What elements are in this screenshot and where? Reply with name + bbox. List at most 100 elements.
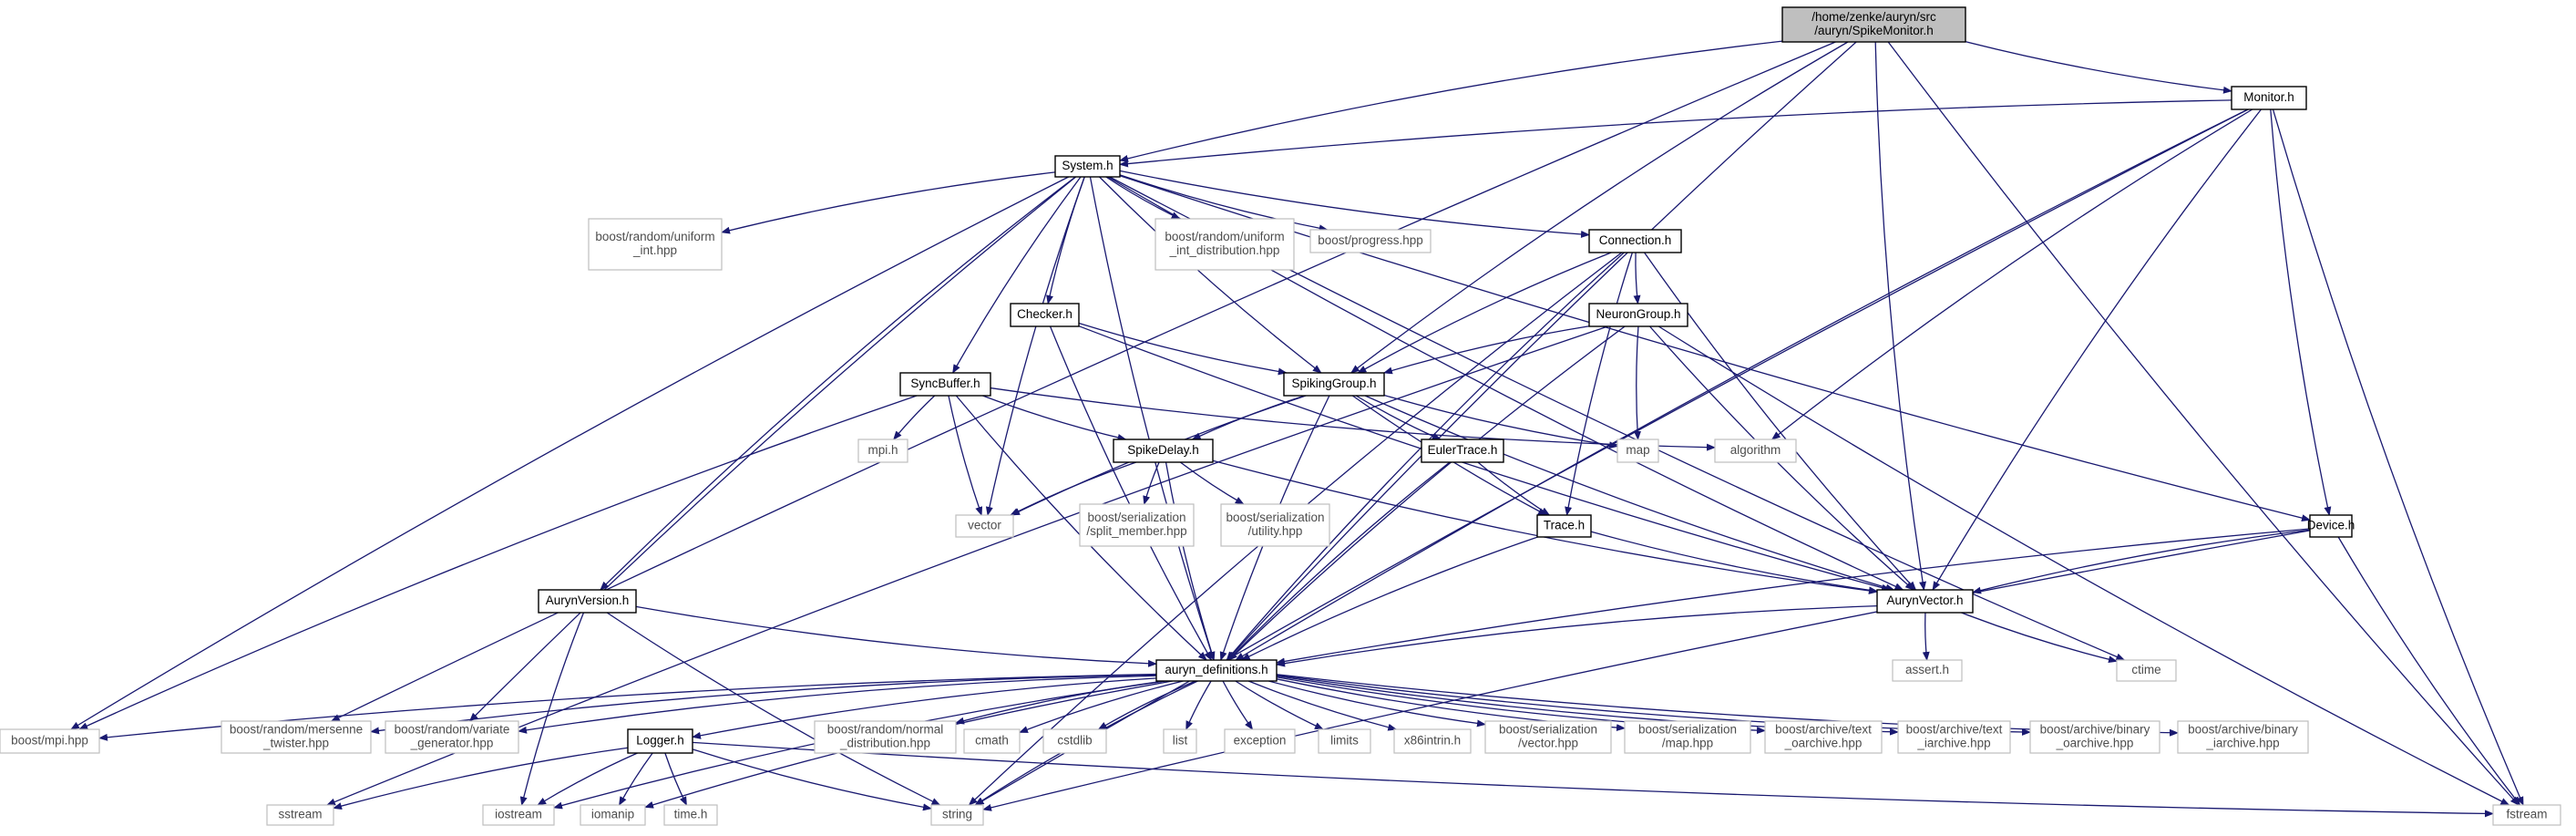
edge-syncbuffer-to-spikedelay xyxy=(982,395,1127,441)
node-x86intrin: x86intrin.h xyxy=(1393,728,1472,754)
edge-spikemonitor-to-spikinggroup xyxy=(1350,41,1849,374)
node-layer: /home/zenke/auryn/src/auryn/SpikeMonitor… xyxy=(0,6,2561,826)
node-connection[interactable]: Connection.h xyxy=(1588,229,1682,253)
node-box xyxy=(1079,503,1195,547)
node-box xyxy=(627,728,693,754)
node-label: Device.h xyxy=(2307,519,2355,532)
node-box xyxy=(930,804,984,826)
node-b-normal: boost/random/normal_distribution.hpp xyxy=(814,720,957,754)
edge-neurongroup-to-auryn_definitions xyxy=(1227,325,1626,661)
node-label: SpikingGroup.h xyxy=(1291,377,1376,390)
node-label: AurynVector.h xyxy=(1886,593,1963,607)
node-fstream: fstream xyxy=(2492,804,2561,826)
node-label: boost/random/uniform xyxy=(595,230,714,243)
node-logger[interactable]: Logger.h xyxy=(627,728,693,754)
node-label: /home/zenke/auryn/src xyxy=(1811,10,1936,24)
edge-syncbuffer-to-auryn_definitions xyxy=(955,395,1207,661)
node-box xyxy=(1220,503,1330,547)
node-neurongroup[interactable]: NeuronGroup.h xyxy=(1588,303,1688,327)
node-label: Logger.h xyxy=(636,734,684,748)
node-box xyxy=(1393,728,1472,754)
node-trace[interactable]: Trace.h xyxy=(1536,514,1592,538)
node-box xyxy=(1588,303,1688,327)
edge-logger-to-string xyxy=(692,748,932,811)
edge-system-to-syncbuffer xyxy=(952,176,1082,374)
node-label: /split_member.hpp xyxy=(1086,524,1186,538)
edge-auryn_definitions-to-exception xyxy=(1222,680,1254,730)
node-box xyxy=(2492,804,2561,826)
node-label: boost/serialization xyxy=(1226,511,1324,524)
node-monitor[interactable]: Monitor.h xyxy=(2231,86,2307,110)
node-label: string xyxy=(942,808,972,821)
edge-eulertrace-to-trace xyxy=(1477,461,1551,516)
edge-device-to-aurynvector xyxy=(1972,529,2311,594)
node-box xyxy=(1155,659,1278,682)
edge-auryn_definitions-to-cmath xyxy=(1019,680,1184,734)
node-label: _iarchive.hpp xyxy=(2205,737,2279,750)
edge-monitor-to-system xyxy=(1119,99,2232,168)
node-label: EulerTrace.h xyxy=(1428,443,1498,457)
node-label: _generator.hpp xyxy=(410,737,494,750)
node-mpi-h: mpi.h xyxy=(857,439,908,463)
node-label: map xyxy=(1626,443,1649,457)
node-box xyxy=(1876,589,1974,614)
edge-connection-to-neurongroup xyxy=(1633,252,1641,304)
node-spikinggroup[interactable]: SpikingGroup.h xyxy=(1283,372,1385,397)
edge-connection-to-auryn_definitions xyxy=(1226,252,1625,661)
node-b-utility: boost/serialization/utility.hpp xyxy=(1220,503,1330,547)
node-b-mpi: boost/mpi.hpp xyxy=(0,728,100,754)
node-b-binary-iarchive: boost/archive/binary_iarchive.hpp xyxy=(2177,720,2309,754)
edge-logger-to-fstream xyxy=(692,741,2494,818)
node-aurynvector[interactable]: AurynVector.h xyxy=(1876,589,1974,614)
edge-aurynversion-to-auryn_definitions xyxy=(635,605,1157,667)
edge-syncbuffer-to-mpi_h xyxy=(893,395,936,440)
node-spikedelay[interactable]: SpikeDelay.h xyxy=(1113,439,1214,463)
edge-system-to-b_mpi xyxy=(70,176,1070,730)
edge-monitor-to-device xyxy=(2270,108,2332,516)
edge-system-to-aurynversion xyxy=(600,176,1076,591)
node-label: assert.h xyxy=(1905,663,1949,676)
edge-syncbuffer-to-b_mpi xyxy=(78,395,918,730)
node-list: list xyxy=(1163,728,1197,754)
node-iomanip: iomanip xyxy=(580,804,646,826)
node-box xyxy=(2309,514,2353,538)
node-label: x86intrin.h xyxy=(1404,734,1461,748)
edge-logger-to-time_h xyxy=(664,752,688,806)
node-label: boost/serialization xyxy=(1087,511,1185,524)
node-device[interactable]: Device.h xyxy=(2307,514,2355,538)
edge-spikemonitor-to-system xyxy=(1119,40,1783,162)
node-box xyxy=(2029,720,2160,754)
edge-logger-to-sstream xyxy=(333,747,629,810)
node-eulertrace[interactable]: EulerTrace.h xyxy=(1421,439,1504,463)
node-box xyxy=(663,804,718,826)
node-box xyxy=(1484,720,1612,754)
edge-system-to-device xyxy=(1119,175,2311,522)
node-label: boost/random/uniform xyxy=(1165,230,1284,243)
node-box xyxy=(1318,728,1371,754)
node-box xyxy=(266,804,334,826)
node-b-ser-map: boost/serialization/map.hpp xyxy=(1624,720,1751,754)
node-label: Trace.h xyxy=(1544,519,1585,532)
node-b-uniform-int-dist: boost/random/uniform_int_distribution.hp… xyxy=(1155,218,1295,271)
node-b-split-member: boost/serialization/split_member.hpp xyxy=(1079,503,1195,547)
edge-device-to-string xyxy=(982,530,2311,811)
node-label: Monitor.h xyxy=(2243,90,2294,104)
node-label: SpikeDelay.h xyxy=(1127,443,1199,457)
node-box xyxy=(482,804,555,826)
edge-auryn_definitions-to-b_variate xyxy=(518,675,1157,734)
node-label: /utility.hpp xyxy=(1248,524,1303,538)
edge-aurynvector-to-ctime xyxy=(1961,612,2118,664)
node-syncbuffer[interactable]: SyncBuffer.h xyxy=(899,372,991,397)
edge-monitor-to-fstream xyxy=(2272,108,2524,806)
node-label: auryn_definitions.h xyxy=(1165,663,1267,676)
node-system[interactable]: System.h xyxy=(1054,155,1121,178)
node-box xyxy=(1714,439,1797,463)
node-b-uniform-int: boost/random/uniform_int.hpp xyxy=(588,218,723,271)
node-label: mpi.h xyxy=(867,443,898,457)
node-aurynversion[interactable]: AurynVersion.h xyxy=(538,589,637,614)
node-label: /map.hpp xyxy=(1662,737,1713,750)
node-spikemonitor[interactable]: /home/zenke/auryn/src/auryn/SpikeMonitor… xyxy=(1781,6,1966,43)
node-auryn-definitions[interactable]: auryn_definitions.h xyxy=(1155,659,1278,682)
node-checker[interactable]: Checker.h xyxy=(1010,303,1080,327)
node-exception: exception xyxy=(1224,728,1296,754)
